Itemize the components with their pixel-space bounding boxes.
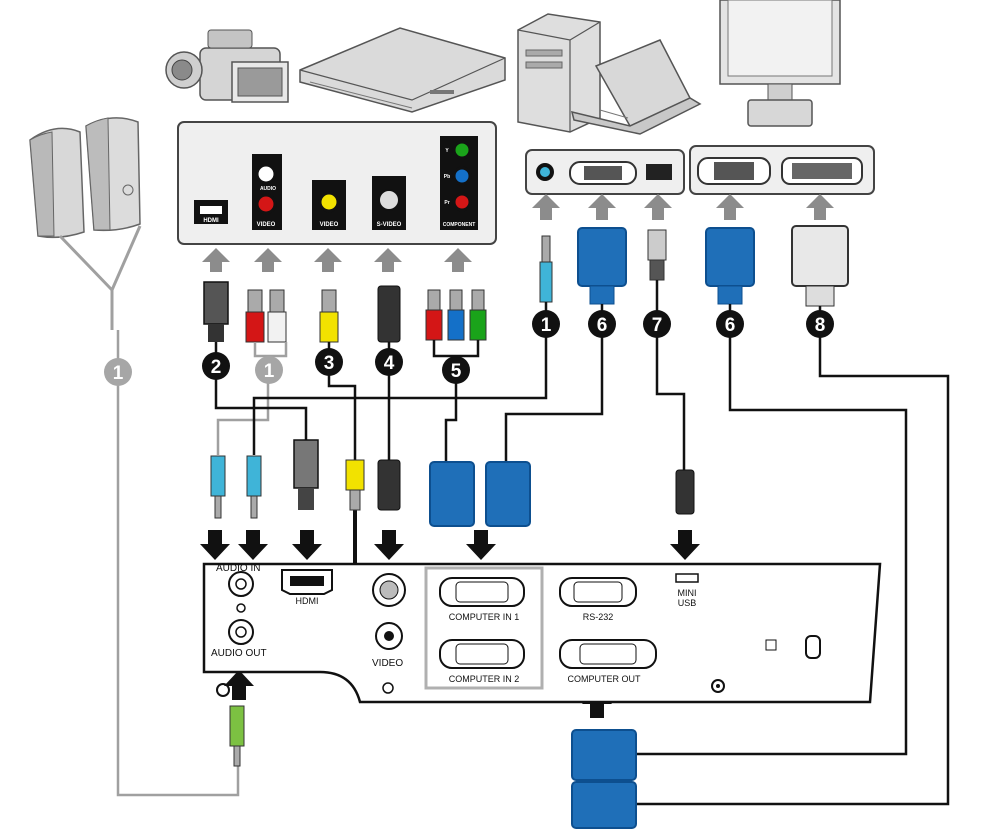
camcorder-icon xyxy=(165,29,289,103)
computer-in-1-label: COMPUTER IN 1 xyxy=(449,612,520,622)
src-y-label: Y xyxy=(445,148,449,154)
video-port-label: VIDEO xyxy=(372,658,403,669)
src-component-label: COMPONENT xyxy=(443,222,476,228)
src-svideo-label: S-VIDEO xyxy=(377,222,402,228)
src-hdmi-label: HDMI xyxy=(203,218,219,224)
audio-out-label: AUDIO OUT xyxy=(211,648,267,659)
badge-audio-mid: 1 xyxy=(264,361,275,382)
audio-in-label: AUDIO IN xyxy=(216,563,260,574)
badge-component: 5 xyxy=(451,361,462,382)
mini-label: MINI xyxy=(678,588,697,598)
badge-hdmi: 2 xyxy=(211,357,222,378)
projector-panel: AUDIO IN AUDIO OUT HDMI VIDEO COMPUTER I… xyxy=(202,562,882,704)
badge-dvi: 8 xyxy=(815,315,826,336)
badge-usb: 7 xyxy=(652,315,663,336)
hdmi-port-label: HDMI xyxy=(296,596,319,606)
laptop-icon xyxy=(570,39,702,135)
monitor-icon xyxy=(719,0,841,127)
badge-video: 3 xyxy=(324,353,335,374)
lower-connectors xyxy=(210,439,695,829)
kensington-lock-icon xyxy=(765,635,821,659)
src-audio-label: AUDIO xyxy=(260,186,276,192)
badge-vga-monitor: 6 xyxy=(725,315,736,336)
src-video-label: VIDEO xyxy=(257,222,276,228)
badge-audio-pc: 1 xyxy=(541,315,552,336)
badge-audio-left: 1 xyxy=(113,363,124,384)
upper-connectors xyxy=(203,225,849,343)
monitor-panel xyxy=(689,145,875,195)
badge-vga-pc: 6 xyxy=(597,315,608,336)
pc-panel xyxy=(525,149,685,195)
speakers-icon xyxy=(29,117,142,330)
computer-in-2-label: COMPUTER IN 2 xyxy=(449,674,520,684)
rs232-label: RS-232 xyxy=(583,612,614,622)
dvd-player-icon xyxy=(299,27,506,113)
up-arrows xyxy=(202,194,834,272)
src-pr-label: Pr xyxy=(444,200,449,206)
src-pb-label: Pb xyxy=(444,174,450,180)
badges: 1 2 1 3 4 5 1 6 7 6 8 xyxy=(104,310,834,386)
src-video2-label: VIDEO xyxy=(320,222,339,228)
source-panel: HDMI AUDIO VIDEO VIDEO S-VIDEO Y Pb Pr C… xyxy=(177,121,497,245)
badge-svideo: 4 xyxy=(384,353,395,374)
usb-label: USB xyxy=(678,598,697,608)
desktop-pc-icon xyxy=(517,13,601,133)
computer-out-label: COMPUTER OUT xyxy=(568,674,642,684)
